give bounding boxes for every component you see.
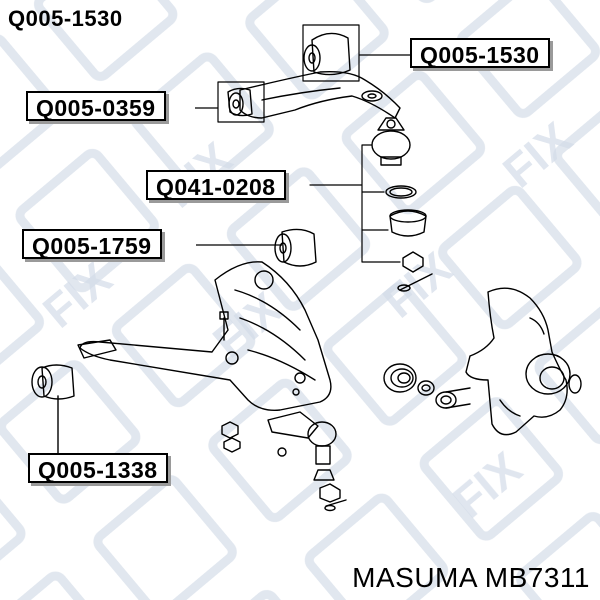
part-label-q005-1338[interactable]: Q005-1338: [28, 453, 168, 483]
upper-arm-front-bushing: [217, 81, 265, 123]
part-label-q005-0359[interactable]: Q005-0359: [26, 91, 166, 121]
hub-seal: [383, 363, 417, 393]
cotter-pin: [397, 273, 433, 292]
spacer-ring: [435, 387, 471, 409]
ball-joint-boot: [389, 209, 427, 237]
steering-knuckle: [465, 287, 582, 436]
bolt-and-nuts: [219, 311, 300, 457]
ball-joint-ring: [385, 185, 417, 199]
part-label-q005-1759[interactable]: Q005-1759: [22, 229, 162, 259]
footer-part-reference: MASUMA MB7311: [352, 562, 590, 593]
lower-ball-joint: [267, 411, 347, 512]
lower-control-arm: [77, 261, 332, 411]
hub-washer: [417, 380, 435, 396]
upper-control-arm: [239, 70, 401, 119]
label-bracket-q041: [309, 144, 401, 263]
castle-nut: [402, 251, 424, 273]
label-leaders: [195, 54, 410, 246]
lower-arm-rear-bushing: [274, 228, 317, 267]
part-label-q005-1530[interactable]: Q005-1530: [410, 38, 550, 68]
part-label-q041-0208[interactable]: Q041-0208: [146, 170, 286, 200]
upper-arm-bushing: [302, 24, 360, 82]
lower-arm-front-bushing: [31, 364, 75, 400]
page-title: Q005-1530: [8, 6, 123, 31]
